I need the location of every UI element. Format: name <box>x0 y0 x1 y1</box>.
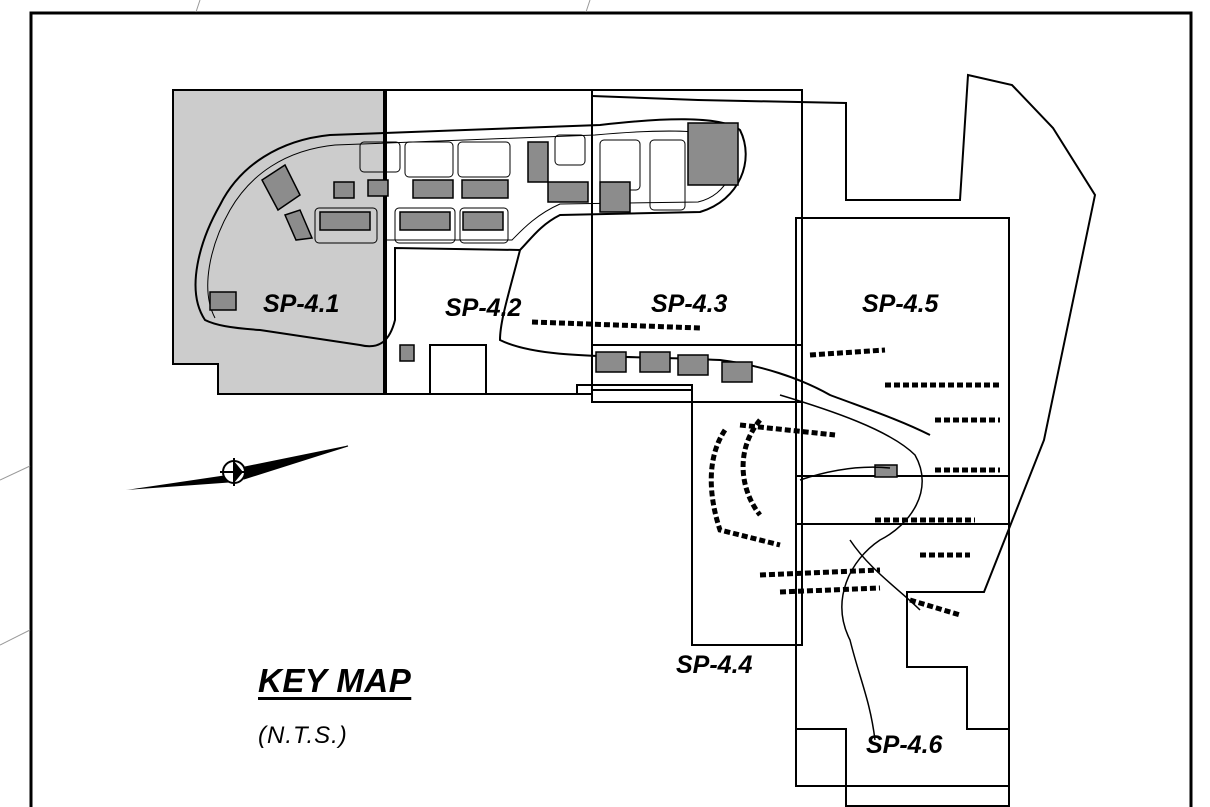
sheet-label-sp-4-6[interactable]: SP-4.6 <box>866 731 944 759</box>
building <box>209 291 237 311</box>
sheet-label-sp-4-3[interactable]: SP-4.3 <box>651 290 728 318</box>
building <box>639 351 671 373</box>
building <box>599 181 631 213</box>
building <box>721 361 753 383</box>
building <box>677 354 709 376</box>
scale-note: (N.T.S.) <box>258 722 348 749</box>
sheet-label-sp-4-4[interactable]: SP-4.4 <box>676 651 753 679</box>
north-arrow-icon <box>126 445 349 490</box>
building <box>595 351 627 373</box>
building <box>462 211 504 231</box>
building <box>399 211 451 231</box>
sheet-label-sp-4-1[interactable]: SP-4.1 <box>263 290 339 318</box>
building <box>412 179 454 199</box>
building <box>333 181 355 199</box>
building <box>261 163 301 212</box>
sheet-area-sp-4-5[interactable] <box>795 217 1010 525</box>
sheet-area-sp-4-1[interactable] <box>172 89 385 395</box>
building <box>283 209 314 241</box>
building <box>527 141 549 183</box>
building <box>547 181 589 203</box>
sheet-area-sp-4-6[interactable] <box>795 475 1010 787</box>
sheet-area-sp-4-3[interactable] <box>591 89 803 403</box>
parking-blocks <box>314 134 686 244</box>
campus-road <box>194 118 747 348</box>
sheet-label-sp-4-2[interactable]: SP-4.2 <box>445 294 522 322</box>
buildings <box>209 122 898 478</box>
drawing-border <box>29 11 1193 807</box>
sheet-label-sp-4-5[interactable]: SP-4.5 <box>862 290 940 318</box>
building <box>367 179 389 197</box>
building <box>319 211 371 231</box>
building <box>461 179 509 199</box>
property-boundary <box>217 73 1097 807</box>
sheet-area-sp-4-4[interactable] <box>591 344 803 646</box>
key-map-title: KEY MAP <box>258 662 412 699</box>
building <box>687 122 739 186</box>
housing-rows <box>531 319 1000 618</box>
sheet-area-sp-4-2[interactable] <box>383 89 593 395</box>
building <box>399 344 415 362</box>
